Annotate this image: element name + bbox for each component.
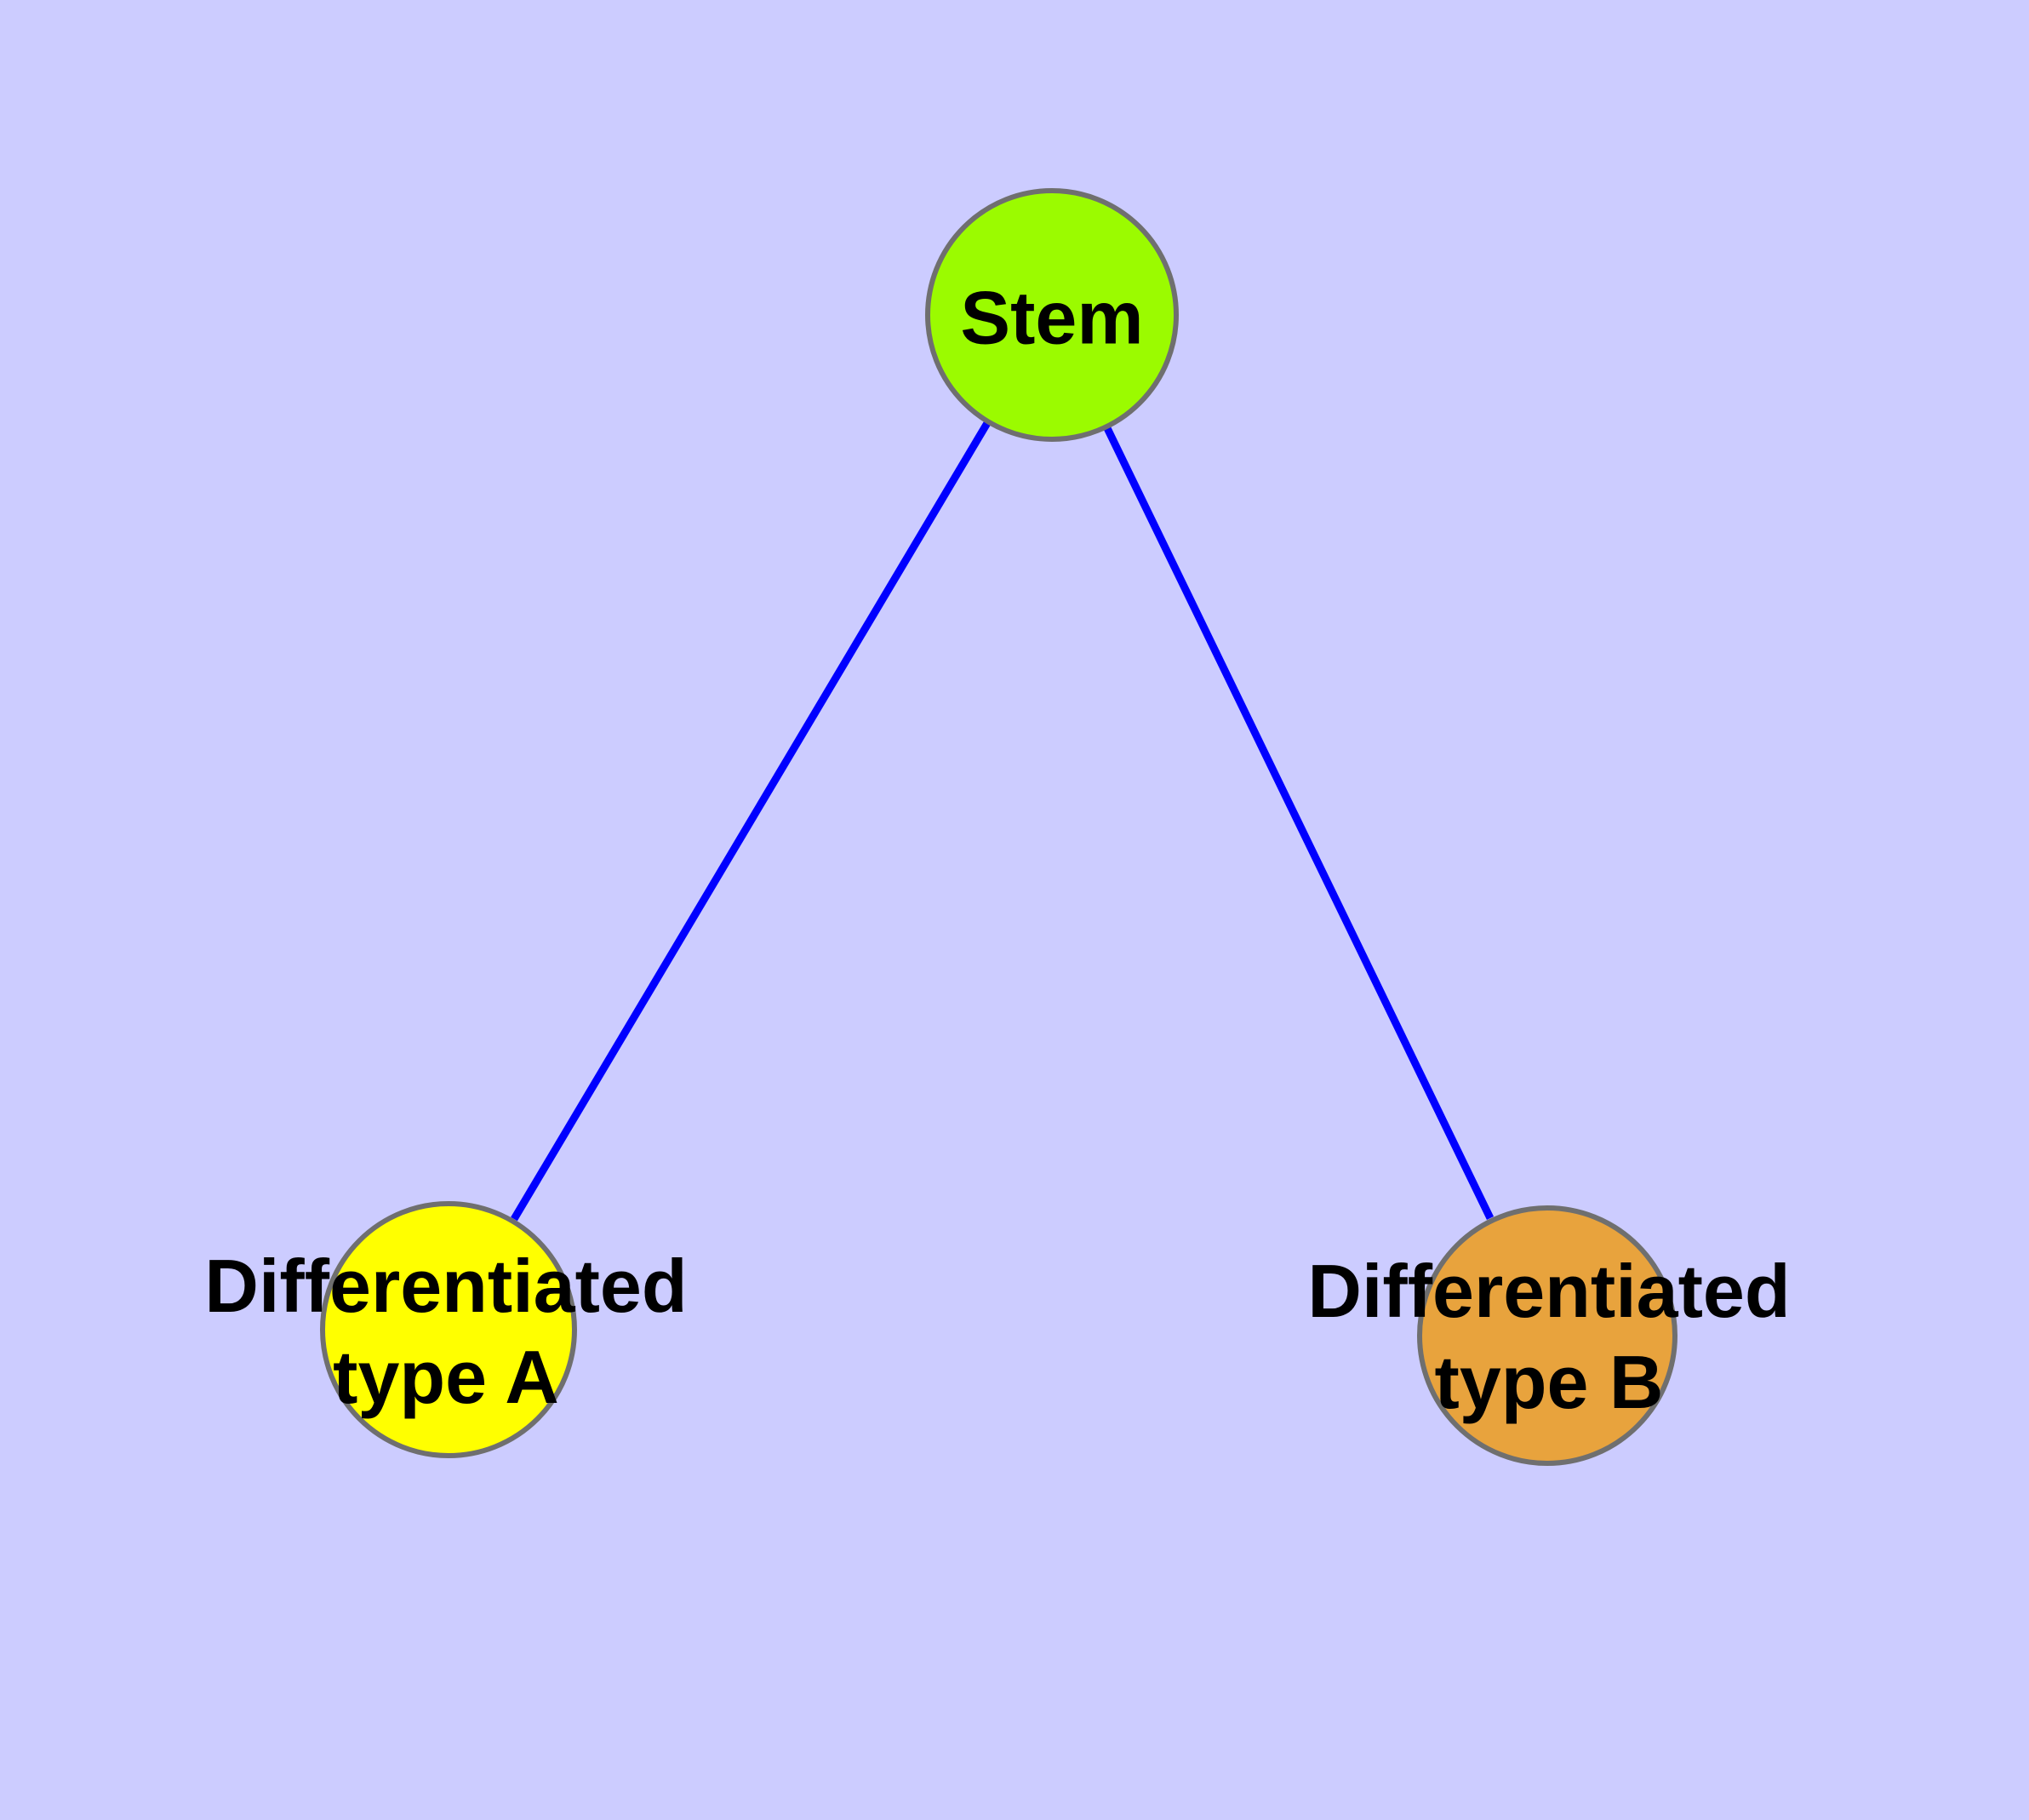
node-differentiated-type-a (320, 1201, 577, 1458)
node-differentiated-type-a-label-line-2: type A (333, 1335, 559, 1419)
node-differentiated-type-a-label: Differentiated type A (204, 1240, 687, 1422)
node-differentiated-type-b-label-line-1: Differentiated (1307, 1249, 1791, 1333)
node-stem (925, 188, 1179, 442)
node-differentiated-type-b-label: Differentiated type B (1307, 1245, 1790, 1428)
node-stem-label: Stem (960, 275, 1144, 360)
node-differentiated-type-a-label-line-1: Differentiated (204, 1244, 688, 1328)
node-differentiated-type-b-label-line-2: type B (1434, 1340, 1664, 1424)
edge-stem-to-type-b (1103, 426, 1495, 1220)
edge-stem-to-type-a (511, 421, 991, 1222)
node-differentiated-type-b (1417, 1205, 1677, 1466)
